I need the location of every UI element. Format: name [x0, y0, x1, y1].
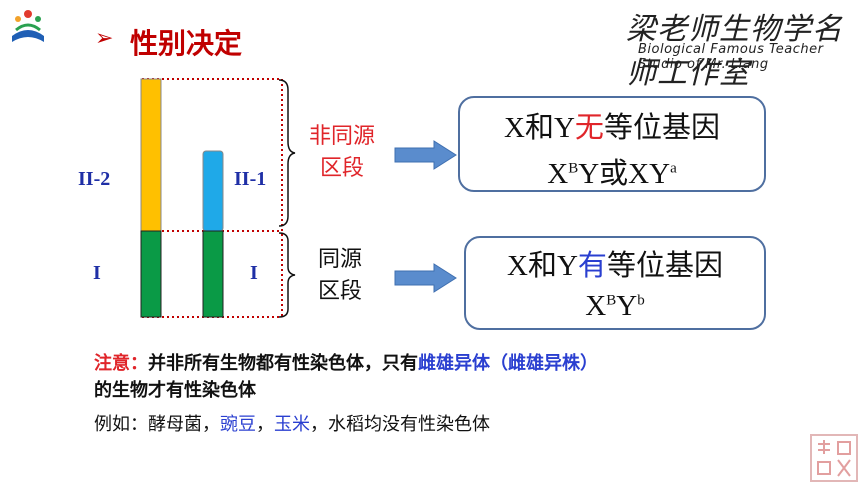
no-allele-genotypes: XBY或XYa	[547, 158, 677, 190]
x-chromosome-nonhomologous	[140, 78, 162, 232]
red-seal-stamp	[810, 434, 858, 482]
title-bullet-icon: ➢	[95, 26, 114, 51]
label-i-left: I	[93, 262, 101, 284]
no-allele-box: X和Y无等位基因 XBY或XYa	[458, 96, 766, 192]
label-ii-2: II-2	[78, 168, 111, 190]
example-corn: 玉米	[274, 414, 310, 435]
arrow-right-icon	[394, 263, 457, 293]
note-paragraph: 注意：并非所有生物都有性染色体，只有雌雄异体（雌雄异株） 的生物才有性染色体	[94, 353, 598, 401]
brace-top-icon	[278, 79, 296, 227]
studio-name-english: Biological Famous Teacher Studio of Mr. …	[638, 42, 824, 72]
studio-name: 梁老师生物学名师工作室	[626, 12, 843, 91]
school-logo	[8, 6, 48, 48]
note-label: 注意：	[94, 353, 148, 374]
has-allele-genotypes: XBYb	[585, 290, 645, 322]
chromosome-diagram	[140, 78, 283, 318]
arrow-right-icon	[394, 140, 457, 170]
homologous-zone-label: 同源 区段	[317, 247, 362, 304]
label-ii-1: II-1	[234, 168, 267, 190]
example-pea: 豌豆	[220, 414, 256, 435]
no-allele-title: X和Y无等位基因	[504, 112, 720, 144]
y-chromosome-nonhomologous	[202, 150, 224, 232]
label-i-right: I	[250, 262, 258, 284]
example-line: 例如：酵母菌，豌豆，玉米，水稻均没有性染色体	[94, 414, 490, 435]
page-title: 性别决定	[130, 27, 243, 60]
x-chromosome-homologous	[140, 230, 162, 318]
note-highlight: 雌雄异体（雌雄异株）	[418, 353, 598, 374]
brace-bottom-icon	[278, 232, 296, 318]
has-allele-box: X和Y有等位基因 XBYb	[464, 236, 766, 330]
y-chromosome-homologous	[202, 230, 224, 318]
has-allele-title: X和Y有等位基因	[507, 250, 723, 282]
nonhomologous-zone-label: 非同源 区段	[308, 124, 375, 181]
